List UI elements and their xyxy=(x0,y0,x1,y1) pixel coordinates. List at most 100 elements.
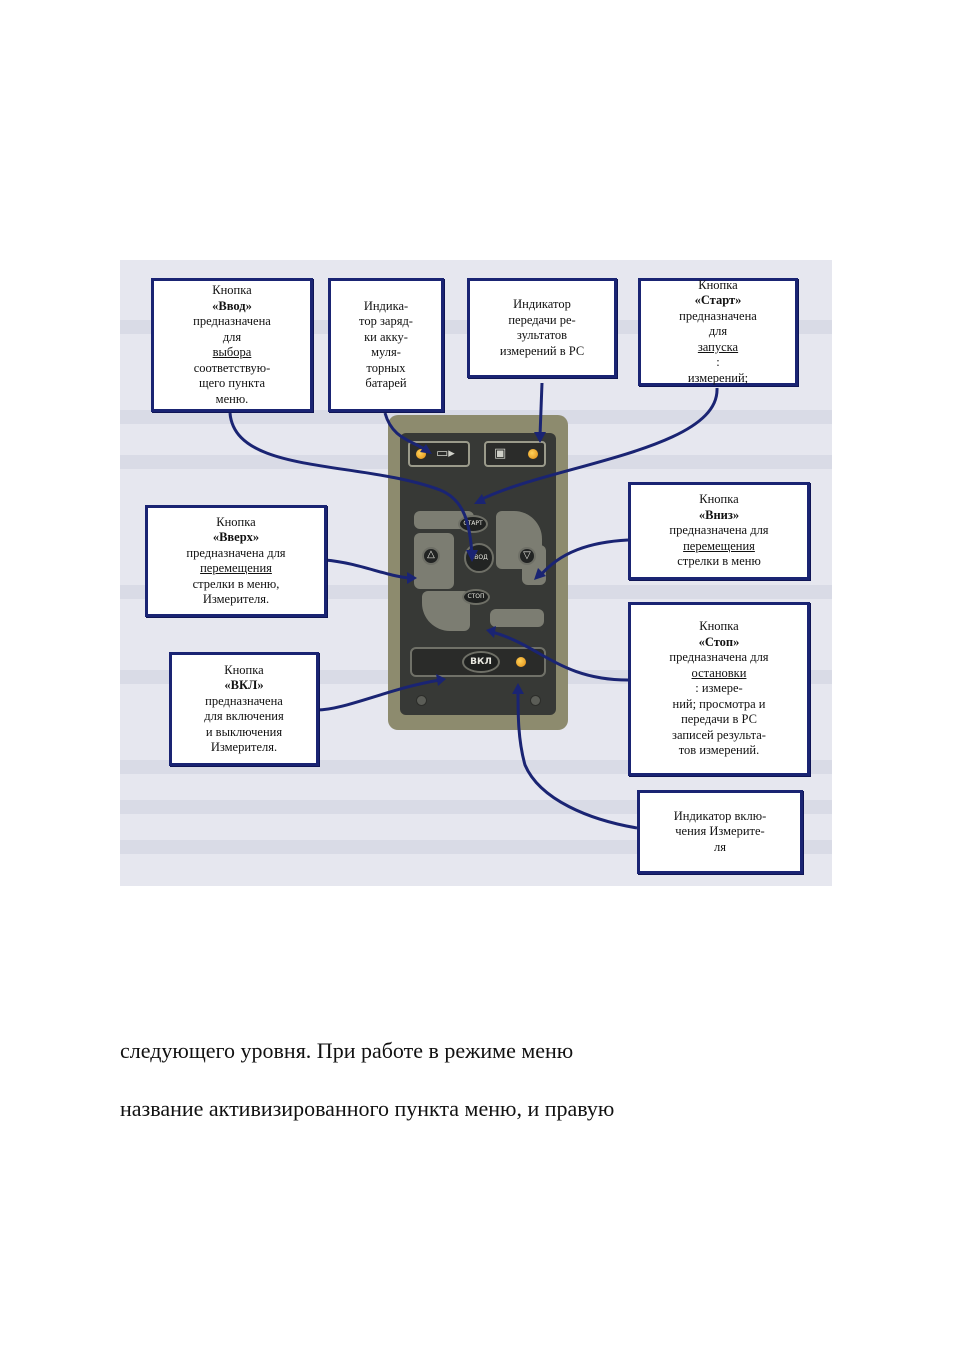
arrowhead xyxy=(407,572,417,584)
callout-text: для xyxy=(222,329,242,344)
callout-button-name: «ВКЛ» xyxy=(224,678,264,692)
callout-text: для включения xyxy=(204,709,284,723)
leader-power xyxy=(516,689,638,830)
screw xyxy=(416,695,427,706)
leader-down xyxy=(538,538,629,577)
triangle-down-icon: ▽ xyxy=(523,550,531,561)
callout-text: и выключения xyxy=(205,724,283,739)
callout-text: стрелки в меню, xyxy=(192,576,280,591)
callout-text: Кнопка xyxy=(699,619,739,634)
callout-enter-button: Кнопка «Ввод» предназначена для выбора с… xyxy=(151,278,313,412)
callout-battery-indicator: Индика- тор заряд- ки акку- муля- торных… xyxy=(328,278,444,412)
callout-text: для xyxy=(708,324,728,339)
transfer-indicator-panel: ▣ xyxy=(484,441,546,467)
callout-text: стрелки в меню xyxy=(677,554,761,569)
arrowhead xyxy=(534,568,546,580)
power-led xyxy=(516,657,526,667)
callout-text: батарей xyxy=(365,376,407,390)
callout-button-name: «Старт» xyxy=(694,293,742,308)
triangle-up-icon: △ xyxy=(427,549,435,560)
callout-button-name: «Ввод» xyxy=(212,298,252,313)
callout-underlined-text: запуска xyxy=(697,339,739,354)
leader-transfer xyxy=(538,382,544,437)
computer-icon: ▣ xyxy=(494,446,507,461)
arrowhead xyxy=(466,550,478,562)
device-face: ▭▸ ▣ СТАРТ ВВОД △ ▽ СТОП ВКЛ xyxy=(400,433,556,715)
leader-up xyxy=(324,558,411,580)
arrowhead xyxy=(474,494,486,504)
callout-text: передачи в РС xyxy=(681,712,757,727)
pad-segment xyxy=(490,609,544,627)
leader-vvod xyxy=(228,412,474,556)
callout-text: предназначена xyxy=(193,314,271,328)
callout-text: Индика- xyxy=(363,298,409,313)
callout-text: соответствую- xyxy=(193,360,271,375)
leader-vkl xyxy=(316,678,441,712)
battery-led xyxy=(416,449,426,459)
callout-underlined-text: выбора xyxy=(212,345,252,359)
callout-start-button: Кнопка «Старт» предназначена для запуска… xyxy=(638,278,798,386)
callout-text: Индикатор вклю- xyxy=(673,808,767,823)
leader-lines xyxy=(228,382,719,830)
callout-text: ки акку- xyxy=(364,329,408,344)
callout-up-button: Кнопка «Вверх» предназначена для перемещ… xyxy=(145,505,327,617)
callout-underlined-text: перемещения xyxy=(200,561,272,575)
arrowhead xyxy=(486,626,496,638)
transfer-led xyxy=(528,449,538,459)
callout-text: Индикатор xyxy=(513,297,571,311)
up-button[interactable]: △ xyxy=(422,547,440,565)
callout-power-button: Кнопка «ВКЛ» предназначена для включения… xyxy=(169,652,319,766)
callout-text: зультатов xyxy=(516,328,568,342)
callout-stop-button: Кнопка «Стоп» предназначена для остановк… xyxy=(628,602,810,776)
callout-text: предназначена xyxy=(205,693,283,708)
body-text-line: название активизированного пункта меню, … xyxy=(120,1096,615,1121)
callout-text: предназначена для xyxy=(186,545,286,560)
callout-power-indicator: Индикатор вклю- чения Измерите- ля xyxy=(637,790,803,874)
callout-text: чения Измерите- xyxy=(675,824,765,839)
callout-underlined-text: остановки xyxy=(691,665,747,680)
callout-text: торных xyxy=(366,360,406,375)
callout-text: измерений; xyxy=(687,370,749,385)
callout-transfer-indicator: Индикатор передачи ре- зультатов измерен… xyxy=(467,278,617,378)
arrowhead xyxy=(512,683,524,694)
arrowhead xyxy=(420,444,432,454)
callout-text: Кнопка xyxy=(699,492,739,507)
enter-button[interactable]: ВВОД xyxy=(464,543,494,573)
callout-text: щего пункта xyxy=(198,376,266,390)
callout-button-name: «Вверх» xyxy=(212,530,260,544)
callout-text: : xyxy=(716,355,720,370)
callout-text: Кнопка xyxy=(698,277,738,292)
callout-text: муля- xyxy=(371,345,401,359)
callout-button-name: «Стоп» xyxy=(698,634,740,649)
battery-indicator-panel: ▭▸ xyxy=(408,441,470,467)
callout-text: предназначена для xyxy=(669,650,769,665)
power-button[interactable]: ВКЛ xyxy=(462,651,500,673)
arrowhead xyxy=(534,432,546,443)
callout-text: записей результа- xyxy=(672,727,766,742)
callout-text: Кнопка xyxy=(212,283,252,297)
stop-button[interactable]: СТОП xyxy=(462,589,490,605)
callout-text: Кнопка xyxy=(224,662,264,677)
arrowhead xyxy=(436,674,446,686)
battery-icon: ▭▸ xyxy=(436,446,455,461)
callout-underlined-text: перемещения xyxy=(683,538,755,553)
callout-text: Измерителя. xyxy=(202,592,270,606)
callout-text: предназначена для xyxy=(669,523,769,538)
down-button[interactable]: ▽ xyxy=(518,547,536,565)
callout-text: тов измерений. xyxy=(678,743,760,758)
screw xyxy=(530,695,541,706)
callout-button-name: «Вниз» xyxy=(698,507,740,522)
callout-text: измерений в РС xyxy=(499,343,585,358)
body-text-line: следующего уровня. При работе в режиме м… xyxy=(120,1038,574,1063)
leader-stop xyxy=(491,630,629,682)
device-figure: ▭▸ ▣ СТАРТ ВВОД △ ▽ СТОП ВКЛ xyxy=(120,260,832,886)
leader-start xyxy=(479,387,719,502)
callout-text: передачи ре- xyxy=(508,312,576,327)
callout-text: : измере- xyxy=(695,681,743,696)
callout-text: ля xyxy=(713,839,726,854)
callout-down-button: Кнопка «Вниз» предназначена для перемеще… xyxy=(628,482,810,580)
measuring-device: ▭▸ ▣ СТАРТ ВВОД △ ▽ СТОП ВКЛ xyxy=(388,415,568,730)
callout-text: меню. xyxy=(215,391,249,406)
leader-battery xyxy=(383,412,427,452)
callout-text: ний; просмотра и xyxy=(672,696,766,711)
